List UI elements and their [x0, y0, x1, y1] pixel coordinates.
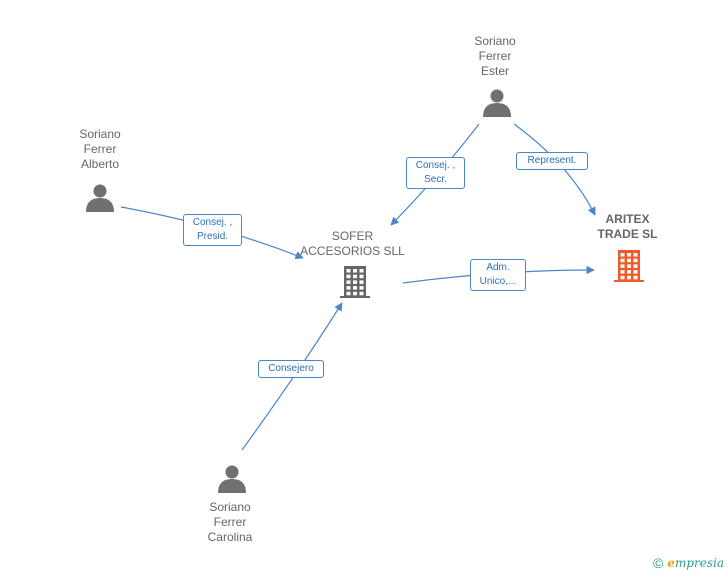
building-icon: [340, 266, 370, 298]
edge-label-sofer-aritex[interactable]: Adm. Unico,...: [470, 259, 526, 291]
edge-label-carolina-sofer[interactable]: Consejero: [258, 360, 324, 378]
edge-role: Unico,...: [479, 276, 517, 287]
edge-label-ester-sofer[interactable]: Consej. , Secr.: [406, 157, 465, 189]
company-label: ARITEX TRADE SL: [597, 212, 658, 241]
company-node-sofer[interactable]: SOFER ACCESORIOS SLL: [290, 229, 415, 259]
brand-logo: empresia: [667, 556, 724, 570]
edge-label-ester-aritex[interactable]: Represent.: [516, 152, 588, 170]
person-label: Soriano Ferrer Ester: [474, 34, 516, 78]
person-node-ester[interactable]: Soriano Ferrer Ester: [445, 34, 545, 79]
person-label: Soriano Ferrer Alberto: [79, 127, 121, 171]
person-icon: [218, 465, 246, 493]
person-node-alberto[interactable]: Soriano Ferrer Alberto: [50, 127, 150, 172]
edge-role: Consej. ,: [192, 217, 233, 228]
edge-role: Presid.: [196, 231, 229, 242]
edge-role: Adm.: [486, 262, 510, 273]
edge-role: Represent.: [527, 155, 577, 166]
person-icon: [483, 89, 511, 117]
edge-role: Consej. ,: [415, 160, 456, 171]
edge-role: Consejero: [268, 363, 314, 374]
footer-brand: © empresia: [653, 555, 724, 571]
person-node-carolina[interactable]: Soriano Ferrer Carolina: [180, 500, 280, 545]
person-icon: [86, 184, 114, 212]
copyright-icon: ©: [652, 555, 664, 571]
company-label: SOFER ACCESORIOS SLL: [300, 229, 405, 258]
edge-label-alberto-sofer[interactable]: Consej. , Presid.: [183, 214, 242, 246]
edge-role: Secr.: [424, 174, 447, 185]
person-label: Soriano Ferrer Carolina: [207, 500, 253, 544]
building-icon: [614, 250, 644, 282]
company-node-aritex[interactable]: ARITEX TRADE SL: [580, 212, 675, 242]
